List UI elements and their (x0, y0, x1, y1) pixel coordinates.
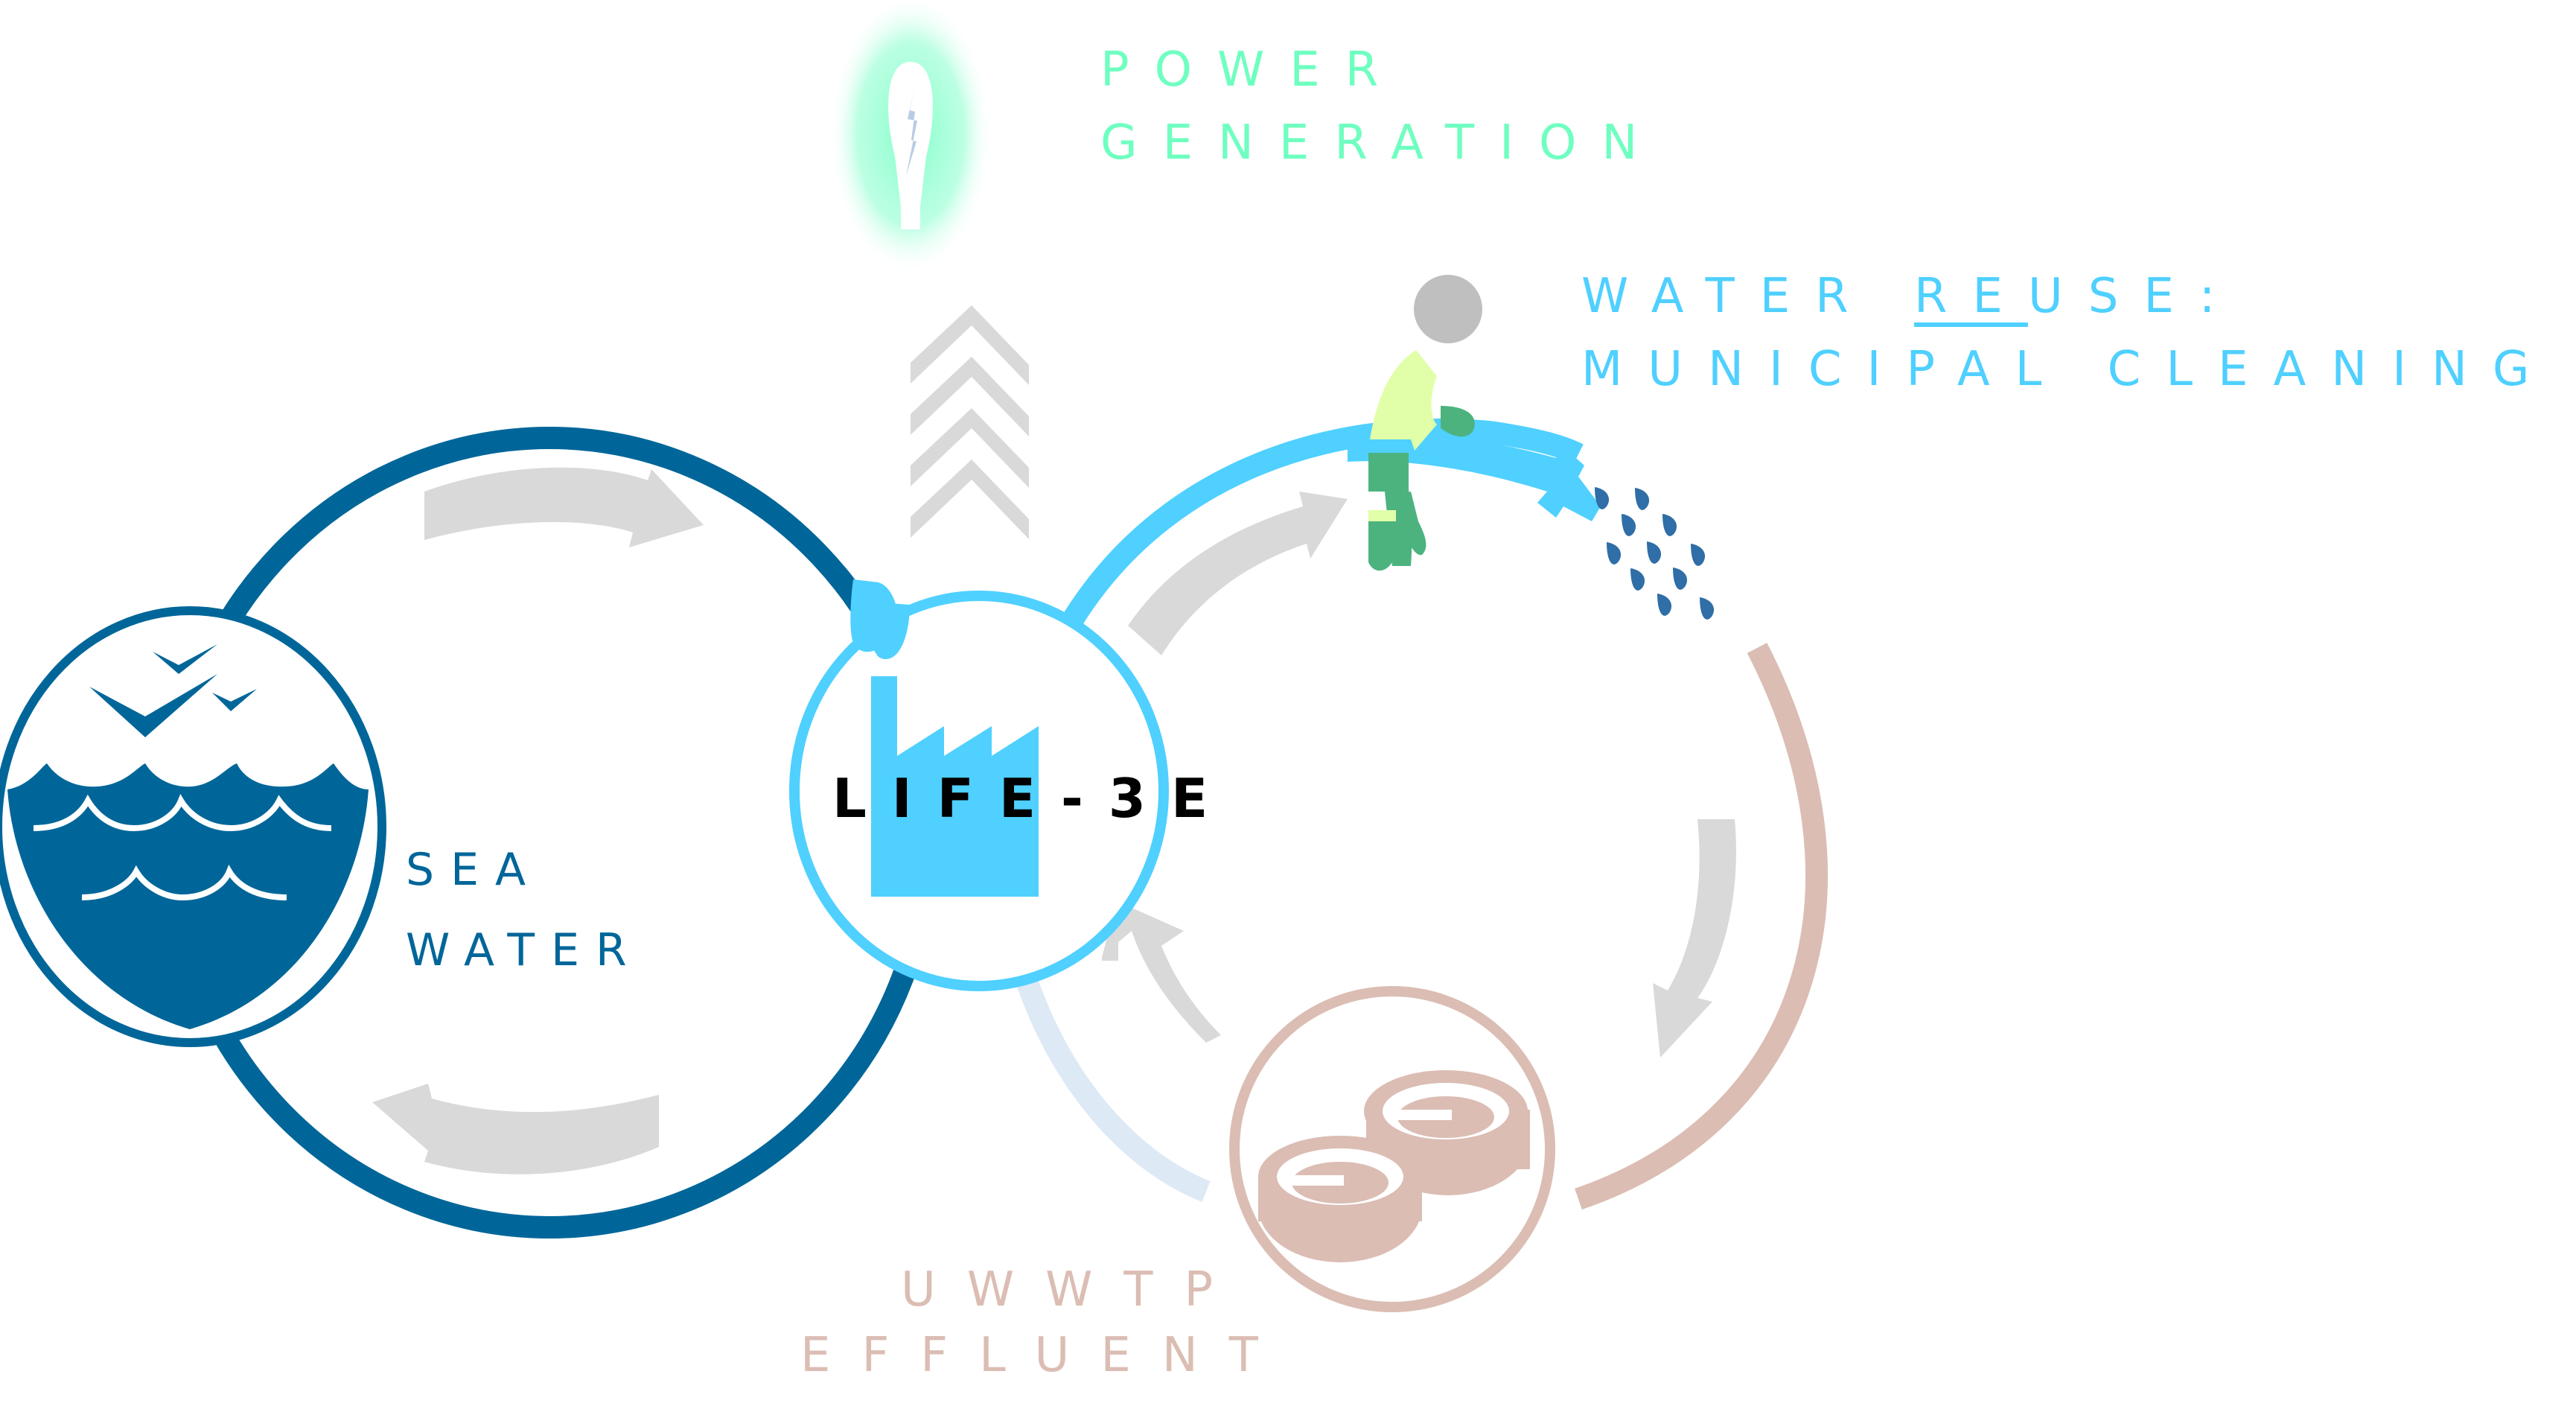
water-reuse-label-line1: WATER REUSE: (1581, 273, 2240, 320)
power-generation-label-line2: GENERATION (1100, 119, 1662, 167)
uwwtp-node (1229, 986, 1555, 1312)
sea-water-label-line1: SEA (406, 848, 542, 892)
flow-arrow-uwwtp-to-life (1102, 901, 1221, 1043)
life-3e-label: LIFE-3E (832, 772, 1233, 825)
sea-water-icon (0, 606, 386, 1047)
reuse-loop (1054, 419, 1584, 639)
use-label: USE: (2027, 269, 2241, 324)
water-label-2: WATER (406, 924, 643, 976)
life-3e-node (789, 579, 1169, 991)
re-underlined: RE (1913, 269, 2028, 324)
flow-arrow-life-to-sea (372, 1084, 659, 1174)
water-droplets (1595, 487, 1715, 620)
worker-hose-icon (1348, 275, 1601, 571)
effluent-return-line (1016, 979, 1211, 1202)
life-3e-text: LIFE-3E (832, 767, 1234, 830)
power-generation-label-line1: POWER (1100, 46, 1403, 94)
uwwtp-label-line1: UWWTP (901, 1266, 1244, 1314)
wastewater-tanks-icon (1258, 1070, 1530, 1262)
water-reuse-label-line2: MUNICIPAL CLEANING (1581, 346, 2554, 393)
uwwtp-label-line2: EFFLUENT (800, 1332, 1289, 1379)
flow-arrow-reuse-to-uwwtp (1653, 819, 1736, 1058)
water-label: WATER (1581, 269, 1914, 324)
generation-label: GENERATION (1100, 115, 1663, 171)
effluent-loop (1575, 643, 1828, 1210)
sea-label: SEA (406, 844, 543, 896)
lightbulb-bolt-icon (829, 0, 992, 276)
effluent-label: EFFLUENT (800, 1328, 1289, 1383)
flow-arrow-life-to-reuse (1128, 492, 1348, 655)
upward-chevrons (911, 305, 1029, 539)
flow-arrow-sea-to-life (424, 467, 704, 547)
sea-water-label-line2: WATER (406, 928, 643, 973)
power-label: POWER (1100, 42, 1404, 98)
municipal-cleaning-label: MUNICIPAL CLEANING (1581, 342, 2555, 397)
leaf-icon-2 (876, 603, 910, 659)
factory-icon (871, 676, 1039, 897)
uwwtp-label: UWWTP (901, 1262, 1245, 1317)
